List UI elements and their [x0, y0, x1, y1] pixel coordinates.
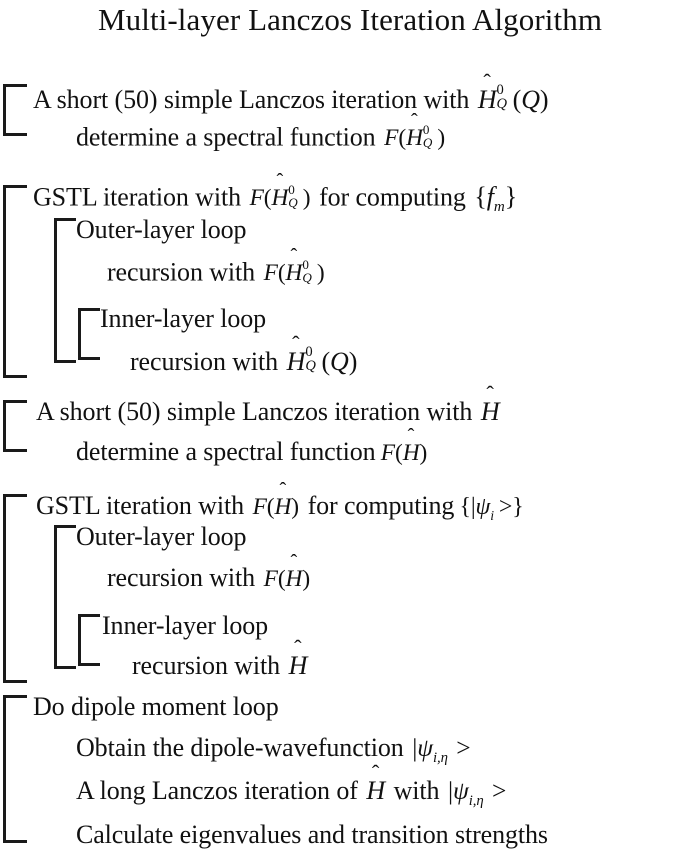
hat-accent: ˆ — [290, 550, 298, 573]
b1-l2-text: determine a spectral function — [76, 122, 376, 152]
page-title: Multi-layer Lanczos Iteration Algorithm — [97, 2, 603, 37]
b4-l1-text2: for computing — [307, 491, 455, 520]
b4-l3-text: recursion with — [107, 563, 256, 592]
hat-accent: ˆ — [279, 478, 287, 501]
block-4-line-2: Outer-layer loop — [76, 522, 247, 552]
hat-accent: ˆ — [371, 760, 380, 786]
b4-l2-text: Outer-layer loop — [76, 522, 247, 551]
math-ket-psi-i-eta: |ψi,η> — [448, 776, 507, 810]
hat-accent: ˆ — [290, 244, 298, 267]
b2-l3-text: recursion with — [107, 257, 256, 287]
b5-l2-text: Obtain the dipole-wavefunction — [76, 733, 404, 762]
b3-l1-text: A short (50) simple Lanczos iteration wi… — [36, 397, 473, 426]
hat-accent: ˆ — [483, 69, 491, 95]
bracket-block-2-inner-layer — [78, 308, 100, 360]
bracket-block-1 — [3, 84, 27, 136]
hat-accent: ˆ — [411, 109, 418, 132]
bracket-block-4-inner-layer — [78, 614, 100, 666]
b5-l3-text2: with — [393, 776, 440, 805]
b2-l1-text2: for computing — [319, 182, 466, 212]
b3-l2-text: determine a spectral function — [76, 437, 376, 466]
block-5-line-4: Calculate eigenvalues and transition str… — [76, 820, 548, 850]
b2-l4-text: Inner-layer loop — [100, 304, 267, 333]
b5-l3-text: A long Lanczos iteration of — [76, 776, 358, 805]
hat-accent: ˆ — [292, 331, 300, 357]
block-1-line-1: A short (50) simple Lanczos iteration wi… — [33, 69, 549, 115]
psi-subscript-i-eta: i,η — [468, 793, 484, 810]
b5-l4-text: Calculate eigenvalues and transition str… — [76, 820, 548, 849]
b4-l5-text: recursion with — [132, 651, 281, 680]
psi-subscript-i-eta: i,η — [432, 750, 448, 767]
block-4-line-4: Inner-layer loop — [102, 611, 268, 641]
b1-l1-text: A short (50) simple Lanczos iteration wi… — [33, 85, 470, 114]
block-5-line-1: Do dipole moment loop — [33, 692, 279, 722]
b2-l5-text: recursion with — [130, 347, 279, 376]
bracket-block-2 — [3, 185, 27, 378]
block-3-line-1: A short (50) simple Lanczos iteration wi… — [36, 381, 500, 427]
b4-l4-text: Inner-layer loop — [102, 611, 269, 640]
math-ket-psi-i-eta: |ψi,η> — [412, 733, 471, 767]
math-set-psi-i: {|ψi>} — [459, 494, 524, 524]
hat-accent: ˆ — [407, 424, 415, 447]
bracket-block-5 — [3, 695, 27, 843]
hat-accent: ˆ — [276, 169, 284, 192]
hat-accent: ˆ — [486, 381, 494, 407]
bracket-block-3 — [3, 400, 27, 452]
bracket-block-4-outer-layer — [54, 525, 76, 669]
b4-l1-text: GSTL iteration with — [36, 491, 244, 520]
b2-l1-text: GSTL iteration with — [33, 182, 241, 212]
bracket-block-2-outer-layer — [54, 218, 76, 363]
b5-l1-text: Do dipole moment loop — [33, 692, 279, 721]
block-2-line-2: Outer-layer loop — [76, 215, 247, 245]
hat-accent: ˆ — [294, 635, 302, 661]
bracket-block-4 — [3, 494, 27, 683]
block-2-line-4: Inner-layer loop — [100, 304, 266, 334]
b2-l2-text: Outer-layer loop — [76, 215, 247, 244]
block-5-line-2: Obtain the dipole-wavefunction |ψi,η> — [76, 733, 471, 767]
math-set-fm: {fm} — [474, 182, 518, 216]
